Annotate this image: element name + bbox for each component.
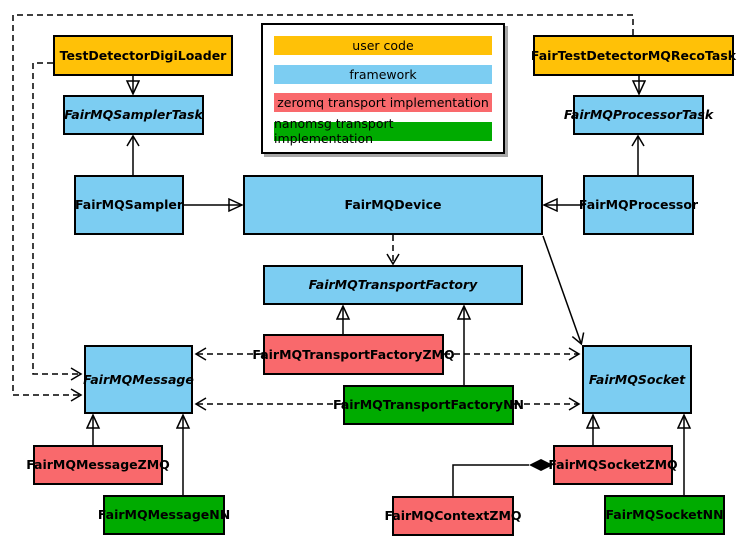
node-label: FairMQContextZMQ — [384, 508, 522, 524]
node-fairmqprocessortask: FairMQProcessorTask — [564, 95, 713, 135]
node-label: FairMQTransportFactoryZMQ — [252, 346, 455, 362]
node-fairmqsocketzmq: FairMQSocketZMQ — [548, 445, 678, 485]
node-fairmqtransportfactoryzmq: FairMQTransportFactoryZMQ — [252, 334, 455, 375]
node-label: FairMQTransportFactoryNN — [333, 397, 524, 413]
legend-item-framework: framework — [274, 64, 492, 84]
node-label: FairMQSamplerTask — [64, 107, 203, 123]
node-label: FairMQSocketZMQ — [548, 457, 678, 473]
node-fairmqmessagezmq: FairMQMessageZMQ — [26, 445, 170, 485]
node-label: FairMQSocketNN — [605, 507, 724, 523]
node-label: FairMQMessage — [83, 371, 194, 387]
legend-item-zeromq: zeromq transport implementation — [274, 93, 492, 113]
node-testdetectordigiloader: TestDetectorDigiLoader — [53, 35, 233, 76]
node-label: FairMQMessageZMQ — [26, 457, 170, 473]
node-label: FairMQMessageNN — [97, 507, 231, 523]
node-fairmqtransportfactorynn: FairMQTransportFactoryNN — [333, 385, 524, 425]
node-label: FairMQProcessorTask — [563, 107, 714, 123]
edge-contextzmq-socketzmq — [452, 464, 529, 496]
legend-box: user code framework zeromq transport imp… — [261, 23, 505, 154]
node-fairmqtransportfactory: FairMQTransportFactory — [263, 265, 523, 305]
node-label: FairMQDevice — [344, 197, 442, 213]
node-fairmqcontextzmq: FairMQContextZMQ — [384, 496, 522, 536]
node-label: FairMQTransportFactory — [308, 277, 478, 293]
legend-item-nanomsg: nanomsg transport implementation — [274, 116, 492, 146]
edge-device-socket — [542, 235, 585, 346]
node-label: TestDetectorDigiLoader — [59, 47, 227, 63]
node-fairmqsocket: FairMQSocket — [582, 345, 692, 414]
node-label: FairMQSampler — [74, 197, 184, 213]
node-fairmqsocketnn: FairMQSocketNN — [604, 495, 725, 535]
node-fairmqmessagenn: FairMQMessageNN — [98, 495, 230, 535]
node-label: FairMQSocket — [588, 371, 686, 387]
node-fairmqsamplertask: FairMQSamplerTask — [63, 95, 204, 135]
node-label: FairTestDetectorMQRecoTask — [530, 47, 737, 63]
node-fairtestdetectormqrecotask: FairTestDetectorMQRecoTask — [530, 35, 737, 76]
node-fairmqprocessor: FairMQProcessor — [579, 175, 698, 235]
node-fairmqmessage: FairMQMessage — [83, 345, 194, 414]
node-fairmqdevice: FairMQDevice — [243, 175, 543, 235]
node-label: FairMQProcessor — [578, 197, 699, 213]
legend-item-user-code: user code — [274, 36, 492, 55]
node-fairmqsampler: FairMQSampler — [74, 175, 184, 235]
